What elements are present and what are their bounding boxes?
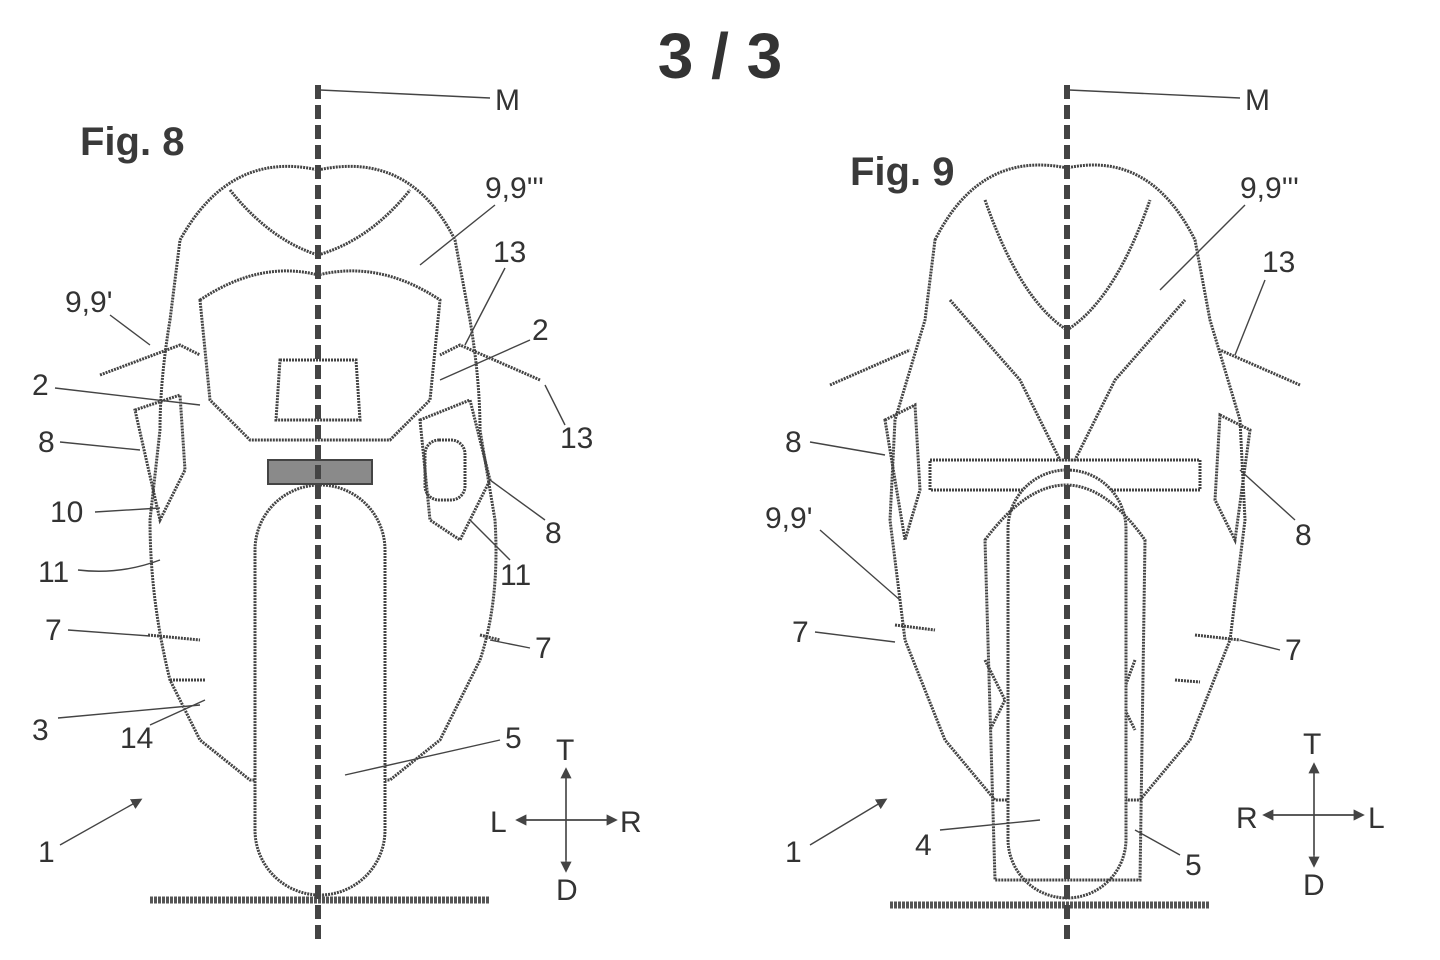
ref-label: 3: [32, 714, 49, 747]
figure-title: Fig. 9: [850, 150, 954, 194]
ref-label: 11: [38, 556, 69, 589]
direction-right-label: R: [620, 806, 642, 839]
direction-down-label: D: [1303, 869, 1325, 902]
ref-label: 13: [1262, 246, 1295, 279]
ref-label: 13: [560, 422, 593, 455]
footpegs: [894, 623, 1241, 684]
fairing-outline: [888, 163, 1247, 802]
ref-label: 8: [38, 426, 55, 459]
ref-label: 11: [500, 559, 531, 592]
winglets: [883, 402, 1252, 546]
leader-line: [319, 89, 491, 99]
front-cowl: [198, 269, 442, 442]
ref-label: 9,9': [65, 286, 112, 319]
figure-8: Fig. 8 M 9,9''' 13 9,9' 2 2: [32, 84, 642, 940]
direction-up-label: T: [556, 734, 574, 767]
ref-label: 14: [120, 722, 153, 755]
ref-label: 2: [532, 314, 549, 347]
right-winglet: [418, 397, 492, 543]
fairing-outline: [148, 164, 498, 782]
ref-label: 9,9''': [485, 172, 544, 205]
ref-label: 7: [1285, 634, 1302, 667]
direction-down-label: D: [556, 874, 578, 907]
lower-crossbar: [928, 458, 1202, 492]
axis-label-m: M: [1245, 84, 1270, 117]
direction-indicator: T D L R: [490, 734, 642, 907]
leader-line: [1068, 89, 1241, 99]
axis-label-m: M: [495, 84, 520, 117]
ref-label: 8: [1295, 519, 1312, 552]
figure-9: Fig. 9 M 9,9''' 13 8 8 9,9' 7 7: [765, 84, 1385, 940]
sheet-number: 3 / 3: [658, 20, 783, 92]
ref-label: 8: [785, 426, 802, 459]
nose-fairing: [948, 299, 1187, 462]
ref-label: 1: [38, 836, 55, 869]
ref-label: 13: [493, 236, 526, 269]
left-mirror: [99, 343, 201, 377]
ref-label: 7: [45, 614, 62, 647]
front-mudguard: [983, 483, 1147, 882]
direction-indicator: T D R L: [1236, 728, 1385, 902]
ref-label: 7: [535, 632, 552, 665]
right-mirror: [439, 343, 541, 382]
ref-label: 7: [792, 616, 809, 649]
ref-label: 1: [785, 836, 802, 869]
left-winglet: [133, 392, 187, 525]
ref-label: 8: [545, 517, 562, 550]
direction-left-label: L: [490, 806, 507, 839]
footpegs: [147, 633, 501, 682]
ref-label: 2: [32, 369, 49, 402]
ref-label: 10: [50, 496, 83, 529]
direction-left-label: R: [1236, 802, 1258, 835]
reference-numerals: 9,9''' 13 9,9' 2 2 13 8 10 8 11 11 7 7: [32, 172, 593, 869]
reference-numerals: 9,9''' 13 8 8 9,9' 7 7 1 4 5: [765, 172, 1312, 882]
headlight: [274, 358, 362, 422]
ref-label: 9,9': [765, 502, 812, 535]
ref-label: 9,9''': [1240, 172, 1299, 205]
mirrors: [829, 348, 1301, 387]
direction-up-label: T: [1303, 728, 1321, 761]
direction-right-label: L: [1368, 802, 1385, 835]
right-air-intake: [423, 438, 467, 502]
ref-label: 4: [915, 829, 932, 862]
ref-label: 5: [505, 722, 522, 755]
figure-title: Fig. 8: [80, 120, 184, 164]
ref-label: 5: [1185, 849, 1202, 882]
